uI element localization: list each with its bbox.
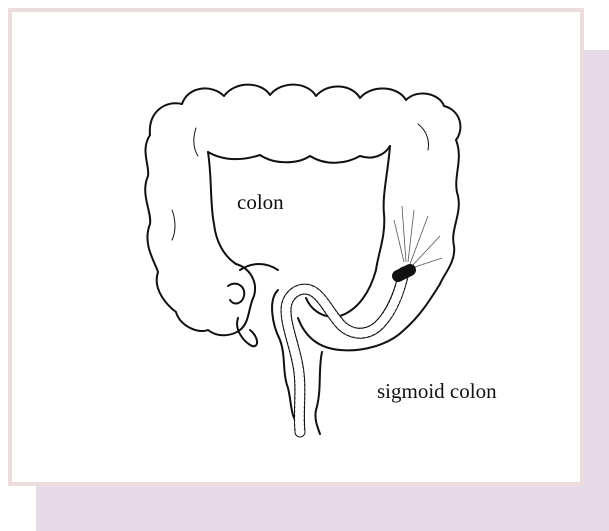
colon-label: colon bbox=[237, 192, 284, 213]
descending-colon-outer-outline bbox=[440, 140, 459, 284]
rectum-right-outline bbox=[315, 352, 322, 434]
haustral-fold-3 bbox=[172, 210, 175, 240]
haustral-fold-2 bbox=[194, 128, 198, 156]
ascending-colon-outer-outline bbox=[145, 135, 240, 335]
scope-light-rays bbox=[394, 206, 442, 268]
transverse-colon-top-outline bbox=[150, 85, 461, 140]
haustral-fold-1 bbox=[418, 124, 429, 150]
sigmoid-colon-label: sigmoid colon bbox=[377, 381, 497, 402]
transverse-colon-bottom-outline bbox=[208, 146, 390, 163]
colonoscope-ridges bbox=[286, 272, 404, 432]
appendix-outline bbox=[237, 318, 257, 346]
cecum-bulge-line bbox=[228, 284, 244, 304]
colonoscope-tip bbox=[398, 270, 410, 276]
ascending-colon-inner-outline bbox=[208, 152, 236, 264]
cecum-outline bbox=[236, 264, 255, 330]
descending-colon-inner-outline bbox=[376, 146, 390, 270]
